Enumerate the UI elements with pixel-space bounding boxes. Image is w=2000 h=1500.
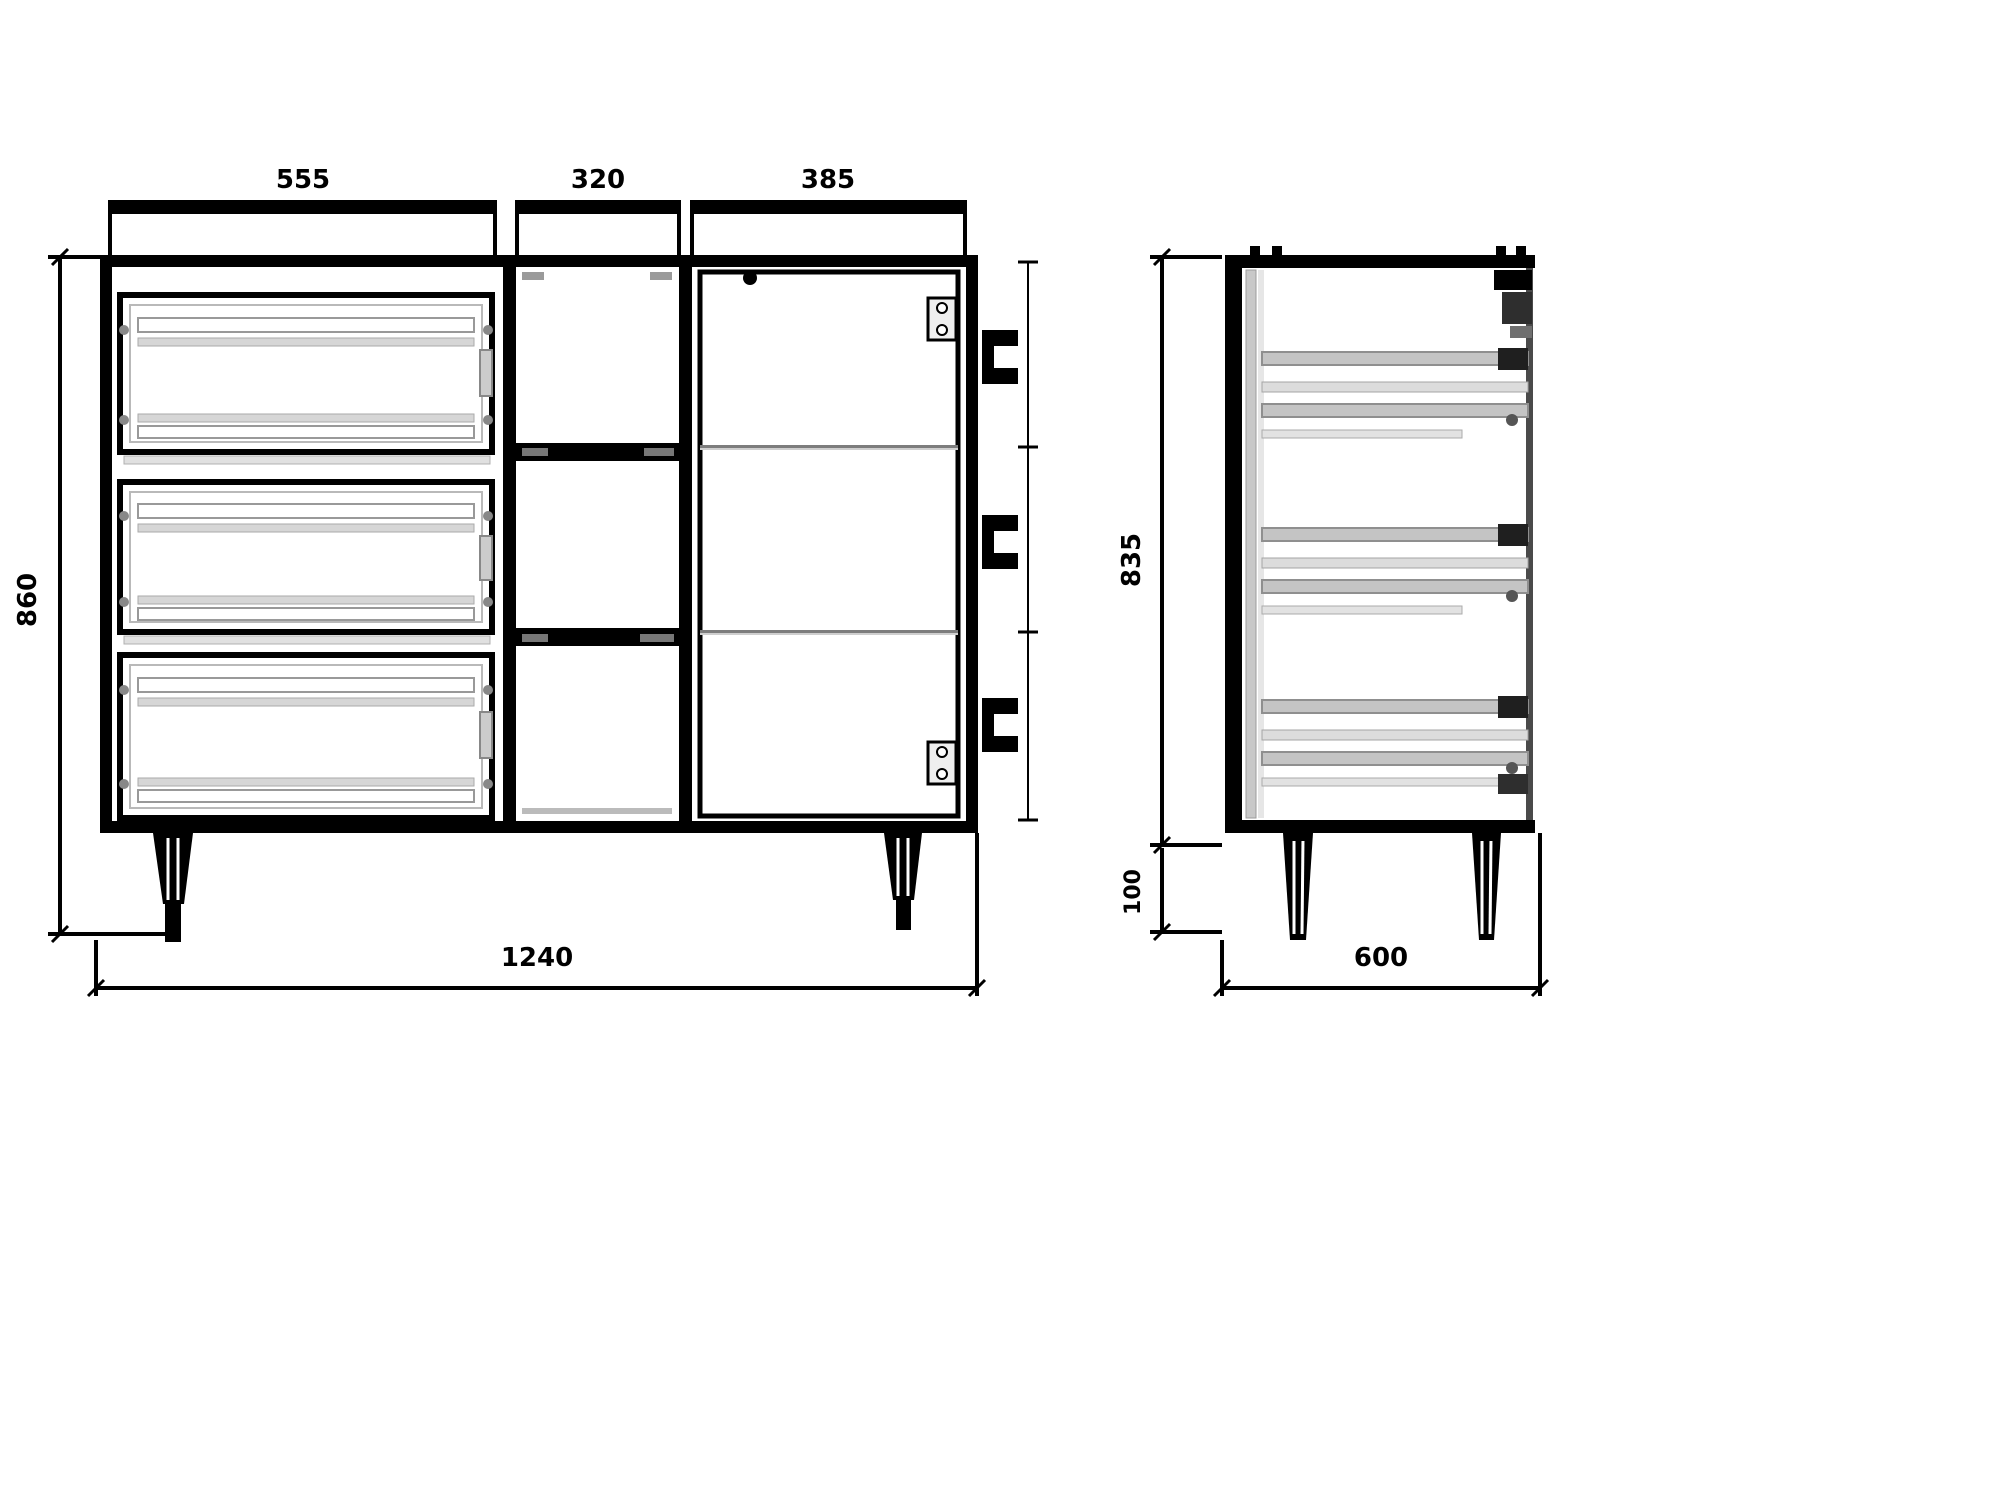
dim-bar-top-center [515, 200, 681, 214]
front-view: 555 320 385 860 1240 [13, 165, 1038, 998]
front-leg-right [884, 833, 922, 930]
compartment-1 [516, 267, 679, 443]
dim-side-depth: 600 [1212, 833, 1550, 998]
bracket-3 [982, 698, 1018, 752]
drawer-2 [117, 479, 495, 635]
dim-label-top-center: 320 [571, 165, 625, 195]
side-inner-strip [1245, 269, 1257, 819]
compartment-divider-1 [503, 443, 692, 461]
compartment-2 [516, 461, 679, 628]
front-partition-left [503, 267, 516, 821]
front-leg-left [153, 833, 193, 942]
side-rail-group-3 [1261, 696, 1529, 794]
dim-label-side-height: 835 [1117, 533, 1147, 587]
hinge-bottom [926, 740, 958, 786]
dim-side-leg-height: 100 [1121, 848, 1222, 942]
dim-bar-top-right [690, 200, 967, 214]
hinge-top [926, 296, 958, 342]
side-bracket-hardware [982, 260, 1038, 822]
bracket-1 [982, 330, 1018, 384]
dim-label-side-depth: 600 [1354, 943, 1408, 973]
side-rail-group-1 [1261, 348, 1529, 439]
compartment-3 [516, 646, 679, 821]
side-rail-group-2 [1261, 524, 1529, 615]
dim-bar-top-left [108, 200, 497, 214]
drawer-3 [117, 652, 495, 821]
center-compartments [503, 267, 692, 821]
dim-left-height: 860 [13, 247, 180, 944]
dim-side-height: 835 [1117, 247, 1222, 855]
side-front-panel [1225, 255, 1242, 833]
door-panel [697, 269, 961, 819]
bracket-2 [982, 515, 1018, 569]
dim-label-top-left: 555 [276, 165, 330, 195]
side-leg-back [1472, 833, 1501, 940]
side-top-edge [1225, 255, 1535, 268]
side-bottom-edge [1225, 820, 1535, 833]
dim-label-side-leg-height: 100 [1121, 869, 1146, 915]
side-back-edge [1526, 268, 1533, 820]
slide-rail-gap-1 [123, 455, 491, 465]
side-view: 835 100 600 [1117, 246, 1550, 998]
dim-label-front-width: 1240 [501, 943, 573, 973]
dim-bottom-width: 1240 [86, 833, 987, 998]
front-partition-right [679, 267, 692, 821]
door-knob [743, 271, 757, 285]
dim-label-top-right: 385 [801, 165, 855, 195]
side-top-hardware [1250, 246, 1532, 338]
side-leg-front [1283, 833, 1313, 940]
drawer-1 [117, 292, 495, 455]
side-inner-strip-2 [1258, 270, 1264, 818]
dim-top: 555 320 385 [108, 165, 967, 256]
dim-label-front-height: 860 [13, 573, 43, 627]
slide-rail-gap-2 [123, 635, 491, 645]
